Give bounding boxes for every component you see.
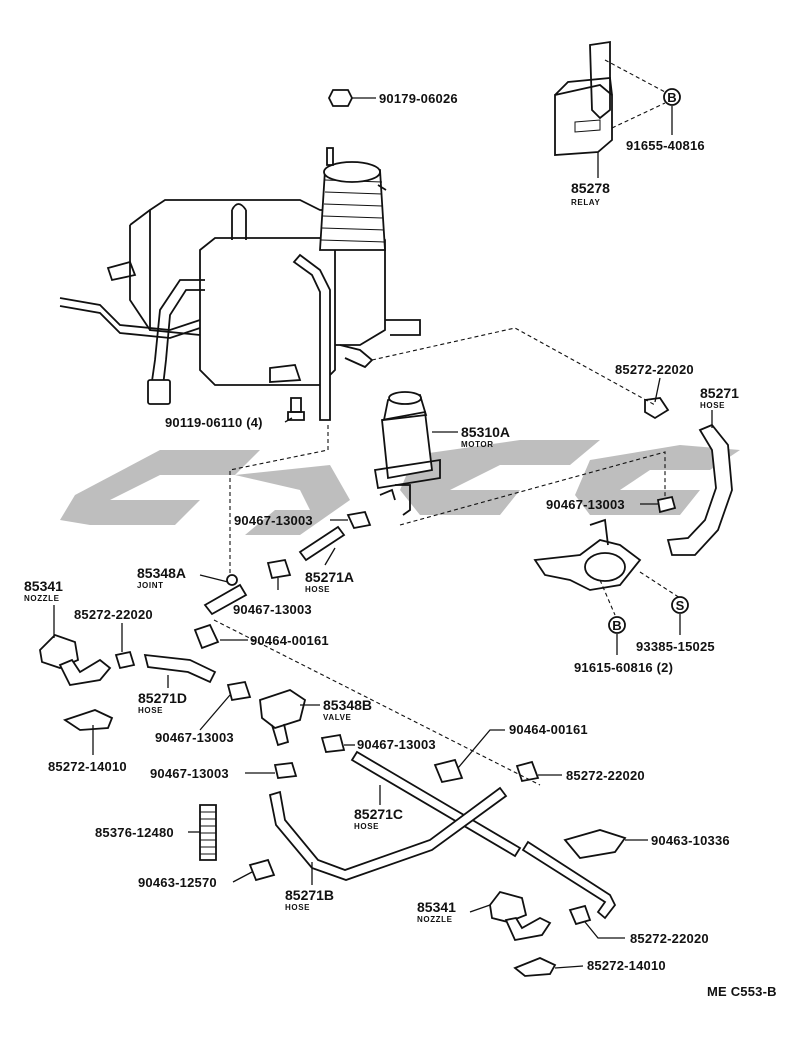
label-p8: 90467-13003 [546, 497, 625, 512]
label-p18: 85271D [138, 690, 187, 706]
ref-b-label-2: B [612, 618, 621, 633]
nut-90179 [327, 89, 354, 107]
ref-s-label: S [676, 598, 685, 613]
label-p30-name: HOSE [285, 903, 310, 912]
joint-85348A [203, 574, 248, 616]
label-p27: 85376-12480 [95, 825, 174, 840]
hose-85271A [298, 525, 346, 562]
washer-tank-illustration [59, 147, 421, 421]
hose-85271B [268, 786, 508, 881]
clip-85272-left [114, 650, 136, 670]
valve-85348B [259, 689, 307, 747]
watermark-stroke-3 [400, 440, 600, 515]
label-p28: 90463-10336 [651, 833, 730, 848]
clip-90464-upper [193, 623, 220, 650]
label-p13: 85341 [24, 578, 63, 594]
label-p14: 85272-22020 [74, 607, 153, 622]
label-p25: 85272-22020 [566, 768, 645, 783]
clip-90467-lower [320, 733, 346, 753]
clip-90463-10336 [563, 829, 627, 859]
ref-b-relay: B [663, 88, 681, 106]
bolt-90119 [287, 397, 305, 421]
clip-85272-14010-left [62, 709, 114, 731]
label-p19: 85348B [323, 697, 372, 713]
label-p3: 85278 [571, 180, 610, 196]
label-p32: 85272-22020 [630, 931, 709, 946]
ref-b-bracket: B [608, 616, 626, 634]
hose-85271 [666, 423, 733, 556]
motor-illustration [373, 391, 441, 516]
label-p31: 85341 [417, 899, 456, 915]
label-p4: 85272-22020 [615, 362, 694, 377]
label-p10: 85271A [305, 569, 354, 585]
label-p31-name: NOZZLE [417, 915, 453, 924]
clip-90467-valve [226, 680, 252, 702]
label-p5-name: HOSE [700, 401, 725, 410]
reservoir-bracket [533, 518, 642, 591]
label-p11: 85348A [137, 565, 186, 581]
diagram-code: ME C553-B [707, 984, 777, 999]
label-p18-name: HOSE [138, 706, 163, 715]
label-p5: 85271 [700, 385, 739, 401]
label-p3-name: RELAY [571, 198, 600, 207]
label-p11-name: JOINT [137, 581, 164, 590]
nozzle-85341-left [39, 633, 112, 686]
clip-90467-joint [266, 558, 292, 580]
label-p23: 85272-14010 [48, 759, 127, 774]
part-labels: 90179-06026 91655-40816 85278 RELAY 8527… [24, 91, 777, 999]
label-p9: 90467-13003 [234, 513, 313, 528]
label-p21: 90464-00161 [509, 722, 588, 737]
watermark-stroke-4 [575, 445, 740, 515]
label-p16: 93385-15025 [636, 639, 715, 654]
label-p20: 90467-13003 [155, 730, 234, 745]
label-p7-name: MOTOR [461, 440, 494, 449]
label-p1: 90179-06026 [379, 91, 458, 106]
watermark-stroke-1 [60, 450, 260, 525]
clip-85272-top [644, 397, 670, 420]
label-p30: 85271B [285, 887, 334, 903]
ref-s-bracket: S [671, 596, 689, 614]
dashed-assembly-lines [213, 59, 681, 786]
label-p29: 90463-12570 [138, 875, 217, 890]
label-p17: 91615-60816 (2) [574, 660, 673, 675]
label-p24: 90467-13003 [150, 766, 229, 781]
label-p12: 90467-13003 [233, 602, 312, 617]
clip-90467-right [656, 495, 677, 514]
label-p26: 85271C [354, 806, 403, 822]
watermark-stroke-2 [235, 465, 350, 535]
clip-90467-small [273, 762, 298, 779]
label-p26-name: HOSE [354, 822, 379, 831]
watermark-logo [60, 440, 740, 535]
leader-lines [53, 97, 713, 969]
relay-illustration [554, 40, 613, 156]
clip-90464-lower [433, 758, 464, 784]
label-p15: 90464-00161 [250, 633, 329, 648]
label-p19-name: VALVE [323, 713, 352, 722]
label-p13-name: NOZZLE [24, 594, 60, 603]
label-p7: 85310A [461, 424, 510, 440]
filler-coil [319, 147, 387, 251]
label-p33: 85272-14010 [587, 958, 666, 973]
clip-90467-motor [346, 510, 372, 530]
label-p22: 90467-13003 [357, 737, 436, 752]
nozzle-85341-right [489, 890, 552, 942]
hose-85376 [199, 804, 217, 861]
clip-90463-12570 [248, 858, 276, 882]
label-p2: 91655-40816 [626, 138, 705, 153]
clip-85272-14010-bottom [513, 957, 557, 977]
label-p10-name: HOSE [305, 585, 330, 594]
ref-b-label-1: B [667, 90, 676, 105]
label-p6: 90119-06110 (4) [165, 415, 263, 430]
hose-85271D [143, 653, 217, 684]
clip-85272-bottom [568, 904, 592, 926]
